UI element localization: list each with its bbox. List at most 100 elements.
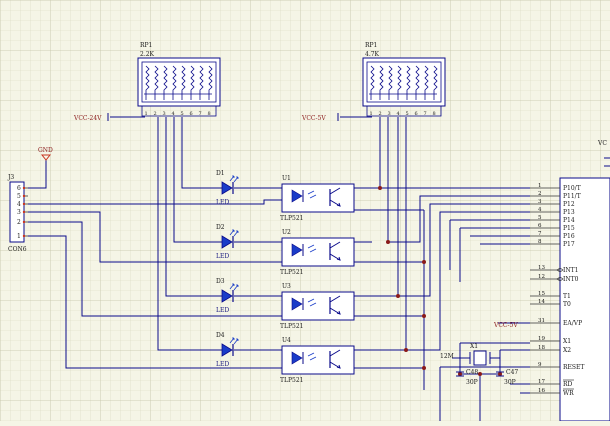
mcu-pin-number: 7 — [538, 231, 542, 237]
rp-pin-label: 3 — [163, 111, 166, 117]
c48-value: 30P — [466, 379, 478, 386]
mcu-pin: 9 RESET — [530, 362, 584, 371]
led-ref: D1 — [216, 170, 225, 177]
connector-pin: 6 — [17, 185, 28, 192]
c47-ref: C47 — [506, 369, 518, 376]
led-value: LED — [216, 307, 229, 314]
vcc24-label: VCC-24V — [73, 115, 102, 122]
resistor-element — [415, 65, 420, 100]
connector-pin: 5 — [17, 193, 28, 200]
mcu-pin-number: 19 — [538, 336, 545, 342]
connector-pin-number: 5 — [17, 193, 21, 200]
rp-ref-2: RP1 — [365, 42, 377, 49]
mcu-pin: 13 INT1 — [530, 265, 578, 274]
rp-pin-label: 7 — [424, 111, 427, 117]
connector-pin-number: 2 — [17, 219, 21, 226]
mcu-pin-name: INT1 — [563, 267, 578, 274]
rp-pin-label: 6 — [415, 111, 418, 117]
mcu-pin-name: P17 — [563, 241, 575, 248]
connector-pin-number: 6 — [17, 185, 21, 192]
rp-pin-label: 8 — [208, 111, 211, 117]
mcu-pin-number: 12 — [538, 274, 545, 280]
mcu-pin: 8 P17 — [530, 239, 575, 248]
connector-ref: J3 — [7, 174, 14, 181]
mcu-pin-name: P14 — [563, 217, 575, 224]
connector-pin: 2 — [17, 219, 28, 226]
mcu-pin-name: P11/T — [563, 193, 581, 200]
mcu-body — [559, 177, 610, 422]
mcu-pin-number: 9 — [538, 362, 542, 368]
resistor-element — [388, 65, 393, 100]
connector-pin-number: 3 — [17, 209, 21, 216]
rp-pin-label: 3 — [388, 111, 391, 117]
connector-pin: 1 — [17, 233, 28, 240]
capacitor-c48: C48 30P — [456, 369, 478, 386]
edge-label: VC — [597, 140, 607, 147]
wires — [28, 116, 530, 421]
mcu-pin-name: RD — [563, 381, 573, 388]
gnd-label: GND — [38, 147, 53, 154]
opto-ref: U3 — [282, 283, 291, 290]
mcu-pin-number: 5 — [538, 215, 542, 221]
opto-value: TLP521 — [280, 215, 303, 222]
gnd-symbol: GND — [38, 147, 53, 161]
mcu-pin: 17 RD — [530, 379, 574, 388]
resistor-element — [145, 65, 150, 100]
rp-value-2: 4.7K — [365, 51, 380, 58]
resistor-element — [172, 65, 177, 100]
resistor-element — [433, 65, 438, 100]
led-value: LED — [216, 253, 229, 260]
vcc5-mcu-label: VCC-5V — [493, 322, 518, 329]
opto-ref: U1 — [282, 175, 291, 182]
mcu-pin-number: 1 — [538, 183, 542, 189]
opto-ref: U4 — [282, 337, 291, 344]
capacitor-c47: C47 30P — [496, 369, 518, 386]
led-ref: D3 — [216, 278, 225, 285]
rp-pin-label: 1 — [145, 111, 148, 117]
rp-value: 2.2K — [140, 51, 155, 58]
rp-pin-label: 5 — [181, 111, 184, 117]
connector-pin-number: 4 — [17, 201, 21, 208]
rp-pin-label: 7 — [199, 111, 202, 117]
resistor-element — [208, 65, 213, 100]
mcu-pin-number: 13 — [538, 265, 545, 271]
resistor-element — [379, 65, 384, 100]
mcu-pin: 2 P11/T — [530, 191, 581, 200]
connector-pin-number: 1 — [17, 233, 21, 240]
resistor-element — [397, 65, 402, 100]
mcu-pin-number: 17 — [538, 379, 545, 385]
mcu-pin-number: 2 — [538, 191, 542, 197]
mcu-pin-name: X1 — [563, 338, 571, 345]
mcu-pin-name: RESET — [563, 364, 584, 371]
opto-ref: U2 — [282, 229, 291, 236]
led-ref: D2 — [216, 224, 225, 231]
mcu-pin-name: T1 — [563, 293, 571, 300]
mcu-pin: 19 X1 — [530, 336, 571, 345]
rp-pin-label: 2 — [154, 111, 157, 117]
mcu-pin-name: P13 — [563, 209, 575, 216]
rp-pin-label: 4 — [172, 111, 175, 117]
rp-pin-label: 6 — [190, 111, 193, 117]
connector-pin: 4 — [17, 201, 28, 208]
mcu-pin-number: 31 — [538, 318, 545, 324]
opto-value: TLP521 — [280, 269, 303, 276]
mcu-pin-number: 8 — [538, 239, 542, 245]
mcu-pin-number: 15 — [538, 291, 545, 297]
mcu-pin: 15 T1 — [530, 291, 571, 300]
resistor-element — [181, 65, 186, 100]
